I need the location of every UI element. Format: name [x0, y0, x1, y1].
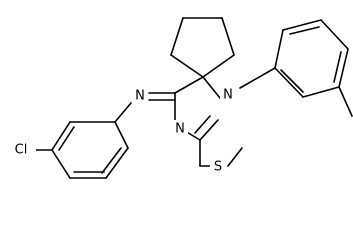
ring-nitrogen-1-label: N: [223, 88, 233, 103]
label-background: [172, 120, 188, 138]
ring-nitrogen-3-label: N: [175, 122, 185, 137]
bond: [302, 86, 340, 98]
label-background: [210, 158, 226, 176]
bond: [239, 67, 276, 89]
bond: [280, 69, 304, 93]
bond: [58, 126, 75, 151]
bond: [320, 19, 349, 50]
bond: [170, 54, 204, 78]
cyclopentane-ring: [170, 17, 235, 78]
bond: [338, 48, 349, 88]
label-background: [132, 87, 148, 105]
bond: [282, 19, 322, 31]
bond: [114, 121, 129, 149]
bond: [170, 17, 184, 56]
label-background: [8, 141, 36, 159]
bond: [174, 76, 204, 94]
tolyl-ring: [239, 19, 353, 117]
bond: [105, 147, 129, 179]
imine-bond: [148, 92, 176, 101]
chlorine-label: Cl: [15, 143, 28, 158]
label-background: [220, 86, 236, 104]
bond: [333, 51, 342, 83]
structure-svg: N N N S Cl: [8, 17, 353, 179]
bond: [194, 115, 211, 134]
bond: [202, 54, 235, 78]
atom-labels: N N N S Cl: [8, 86, 236, 176]
imine-nitrogen-label: N: [135, 89, 145, 104]
bond: [51, 121, 71, 151]
bond: [101, 147, 122, 174]
bond: [114, 102, 132, 123]
bond: [199, 119, 219, 141]
bond: [274, 67, 304, 98]
chlorophenyl-ring: [35, 102, 132, 179]
bond: [338, 86, 353, 117]
sulfur-label: S: [214, 160, 222, 175]
bond: [227, 147, 243, 167]
bond: [274, 29, 284, 69]
bond: [221, 17, 235, 56]
bond: [51, 149, 71, 179]
bond: [289, 26, 320, 35]
